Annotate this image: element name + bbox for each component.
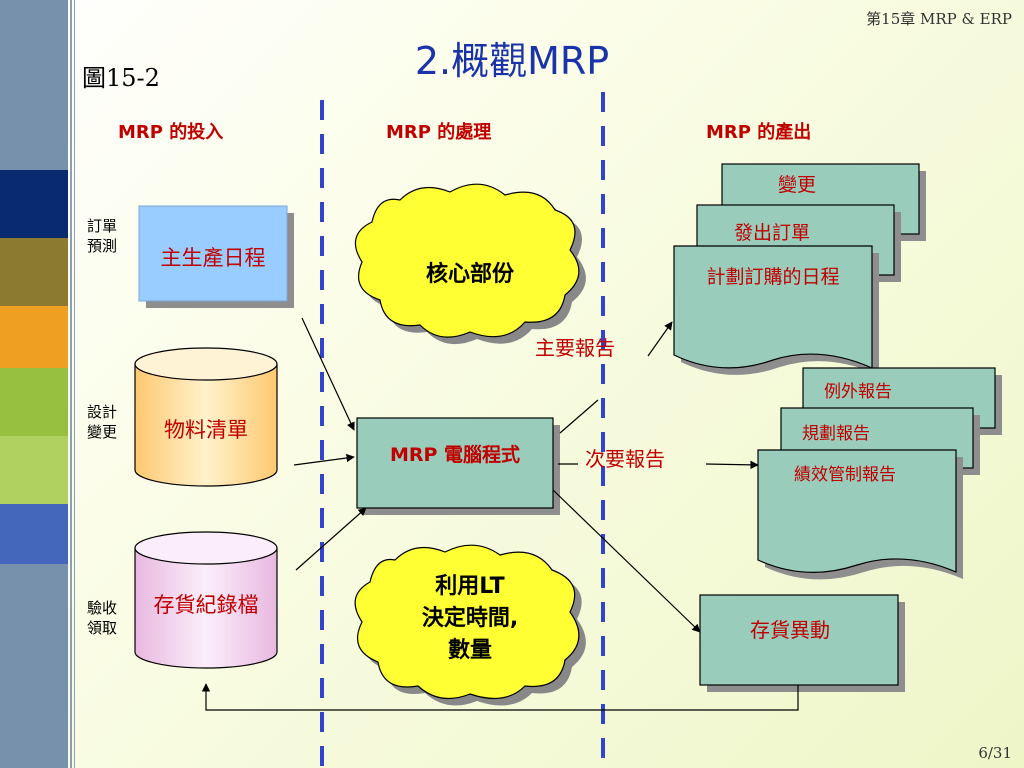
bom-cylinder-body bbox=[134, 364, 278, 487]
sidebar-divider bbox=[70, 0, 72, 768]
inventory-cylinder-top bbox=[134, 531, 278, 565]
exception-report-text: 例外報告 bbox=[824, 382, 892, 402]
mrp-program-box bbox=[356, 417, 554, 509]
lt-text-line1: 利用LT bbox=[435, 574, 505, 599]
column-header-process: MRP 的處理 bbox=[386, 122, 492, 143]
arrow-bom-to-program bbox=[293, 453, 355, 466]
column-header-output: MRP 的產出 bbox=[706, 122, 812, 143]
primary-report-label: 主要報告 bbox=[535, 336, 615, 360]
lt-cloud bbox=[354, 544, 586, 706]
column-header-input: MRP 的投入 bbox=[118, 122, 224, 143]
planning-report-text: 規劃報告 bbox=[802, 424, 870, 444]
inventory-file-text: 存貨紀錄檔 bbox=[153, 593, 259, 617]
master-schedule-box bbox=[138, 205, 288, 302]
transactions-text: 存貨異動 bbox=[750, 618, 830, 642]
lt-text: 利用LT 決定時間, 數量 bbox=[370, 571, 570, 667]
changes-text: 變更 bbox=[777, 174, 816, 196]
bom-cylinder-top bbox=[134, 347, 278, 381]
sidebar-divider-thin bbox=[74, 0, 75, 768]
arrow-inventory-to-program bbox=[295, 507, 367, 571]
primary-report-stack bbox=[673, 163, 926, 375]
lt-text-line3: 數量 bbox=[447, 638, 492, 663]
label-design-change: 設計變更 bbox=[87, 403, 118, 441]
issue-orders-text: 發出訂單 bbox=[733, 222, 810, 244]
core-cloud bbox=[354, 183, 586, 345]
arrow-secondary-b bbox=[705, 460, 759, 470]
arrow-schedule-to-program bbox=[301, 317, 355, 431]
arrow-feedback-to-inventory bbox=[201, 683, 799, 711]
performance-report-text: 績效管制報告 bbox=[794, 465, 896, 485]
decorative-sidebar bbox=[0, 0, 68, 768]
transactions-box bbox=[699, 594, 899, 686]
arrow-program-to-transactions bbox=[552, 489, 701, 633]
page-number: 6/31 bbox=[978, 744, 1012, 762]
secondary-report-stack bbox=[757, 367, 1002, 580]
arrow-primary-a bbox=[559, 399, 599, 434]
secondary-report-label: 次要報告 bbox=[585, 447, 665, 471]
lt-text-line2: 決定時間, bbox=[421, 606, 519, 631]
bom-text: 物料清單 bbox=[164, 418, 248, 442]
inventory-cylinder-body bbox=[134, 548, 278, 669]
label-order-forecast: 訂單預測 bbox=[87, 217, 118, 255]
master-schedule-text: 主生產日程 bbox=[160, 246, 266, 270]
arrow-primary-b bbox=[647, 321, 673, 357]
chapter-label: 第15章 MRP & ERP bbox=[866, 10, 1012, 28]
mrp-program-text: MRP 電腦程式 bbox=[389, 444, 521, 466]
core-text: 核心部份 bbox=[425, 262, 514, 287]
label-receipt-issue: 驗收領取 bbox=[87, 599, 118, 637]
slide-title: 2.概觀MRP bbox=[414, 39, 610, 83]
figure-label: 圖15-2 bbox=[82, 64, 160, 92]
planned-orders-text: 計劃訂購的日程 bbox=[706, 266, 840, 288]
